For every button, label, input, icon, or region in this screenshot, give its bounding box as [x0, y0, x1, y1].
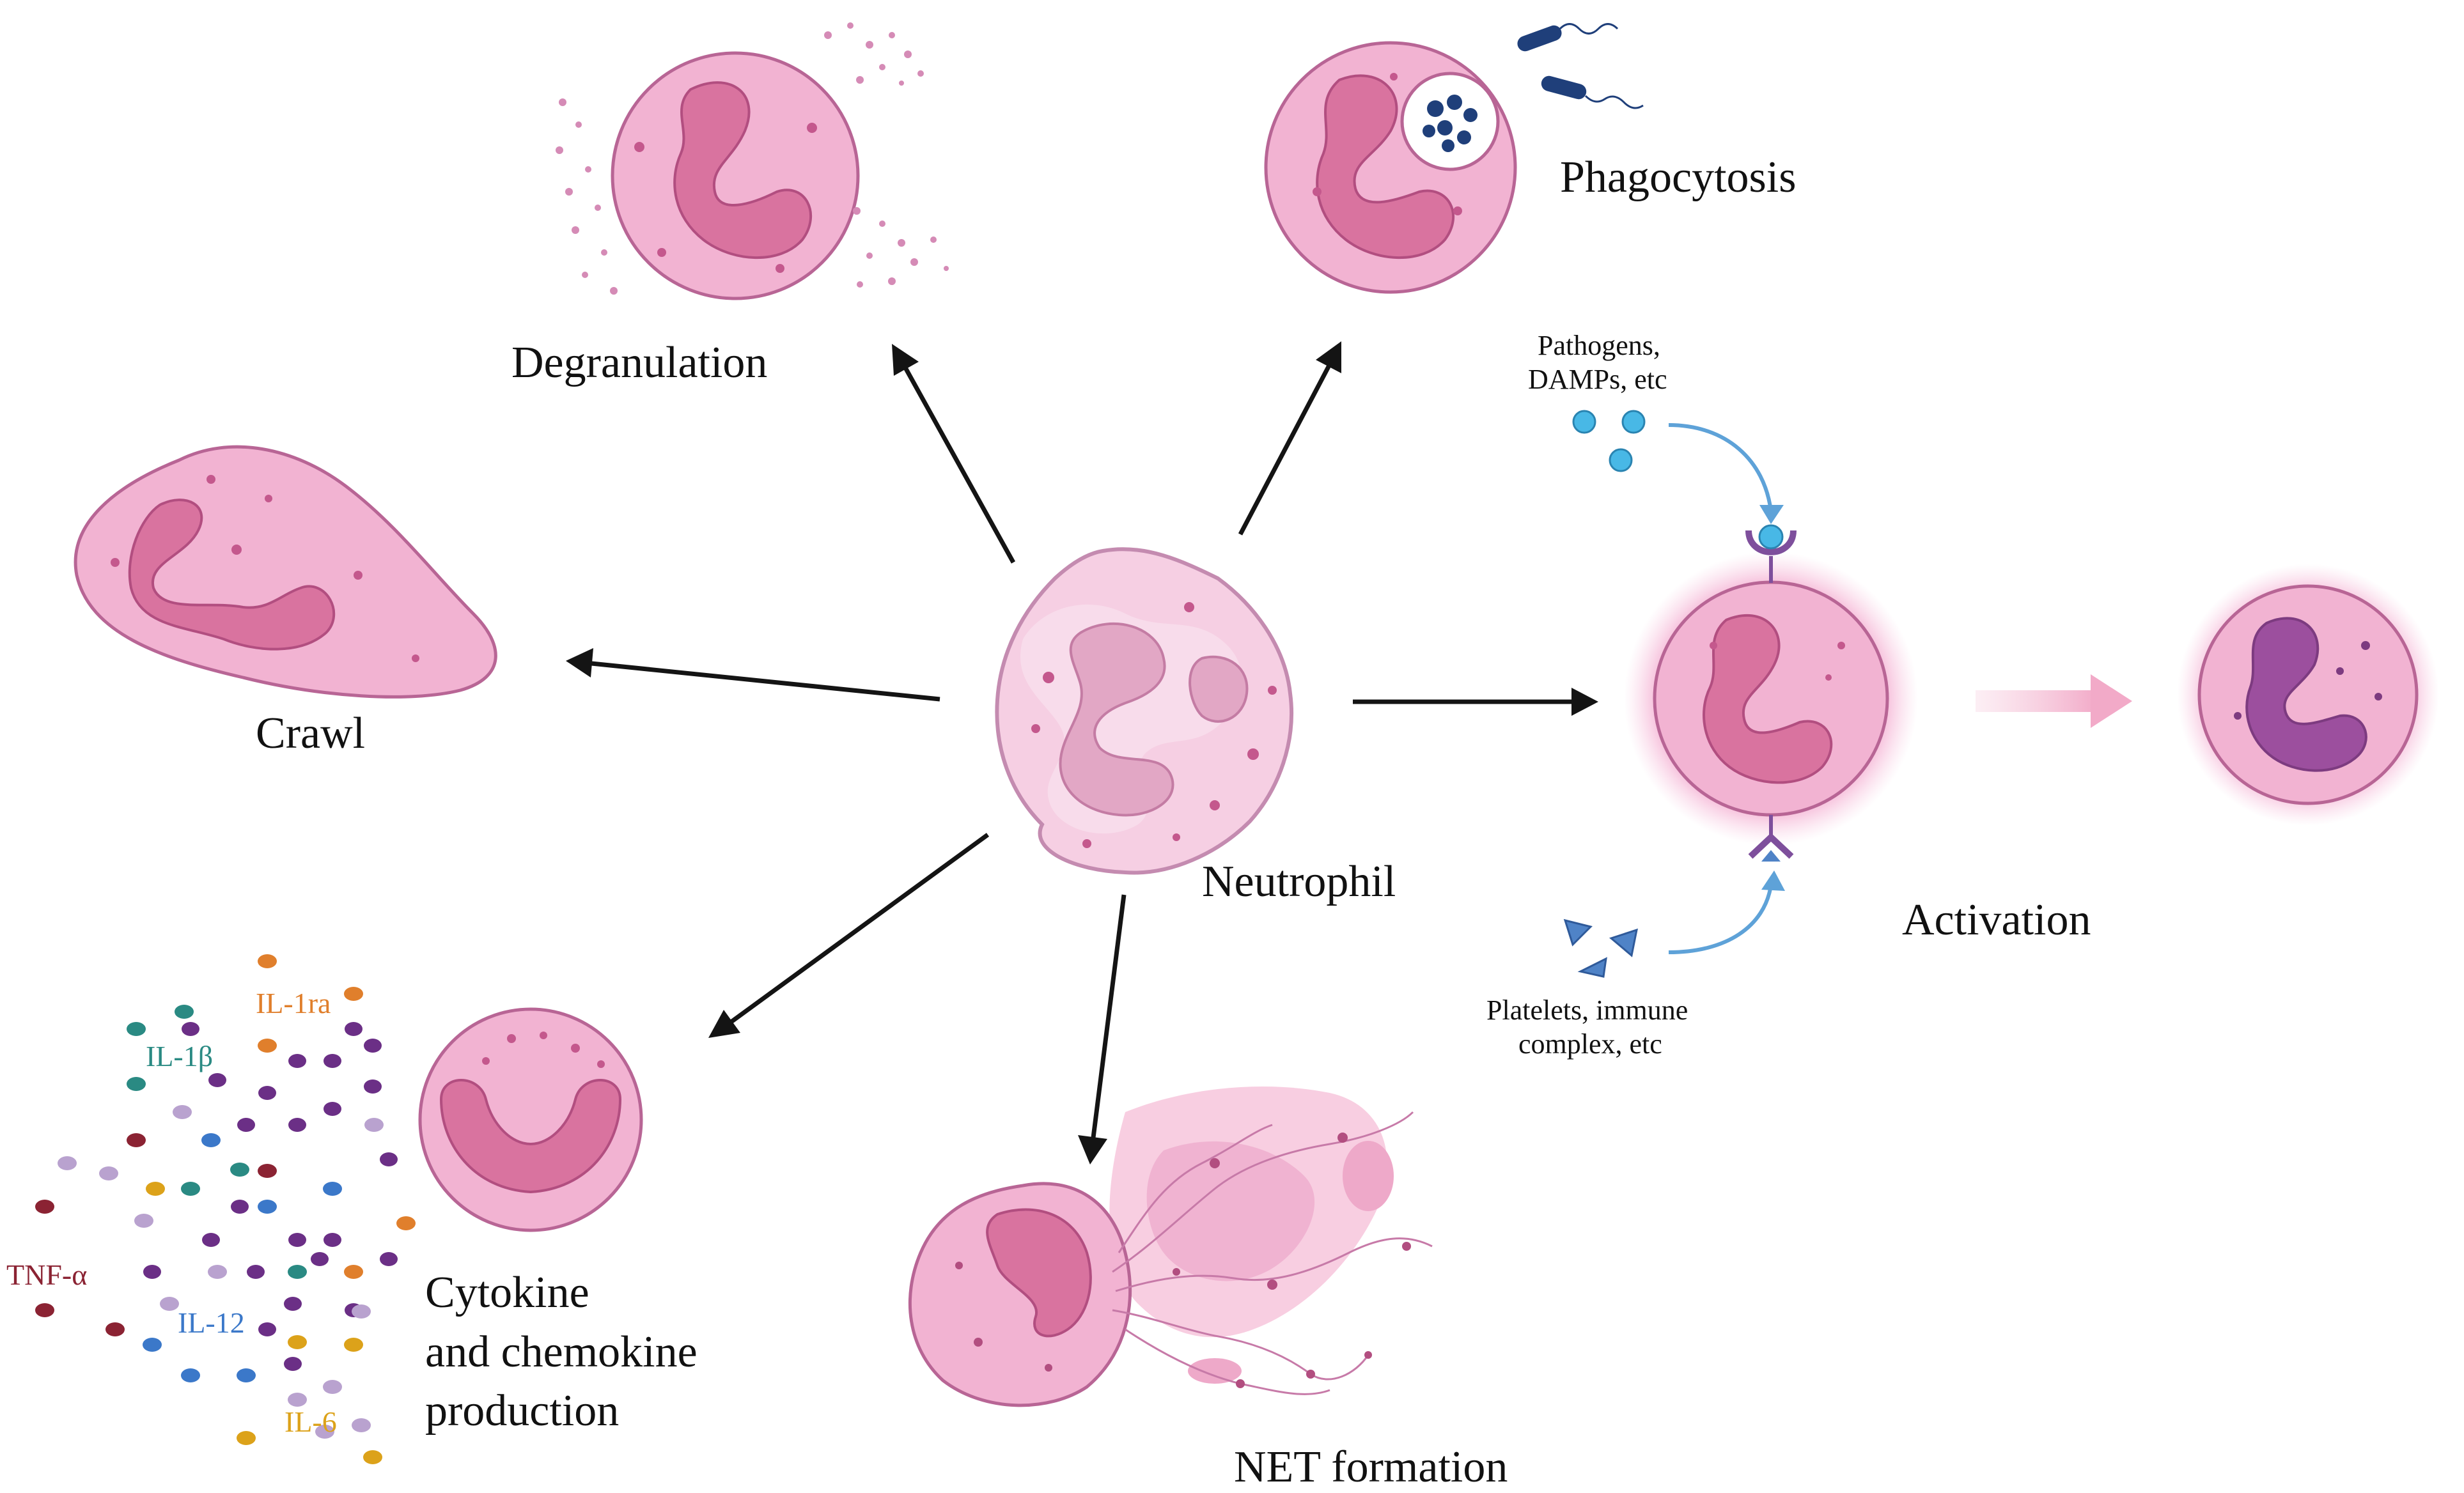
arrowhead-phagocytosis: [1316, 341, 1341, 373]
receptor-icon: [1745, 524, 1797, 862]
arrow-to-net: [1091, 894, 1127, 1138]
platelets-label-line2: complex, etc: [1518, 1028, 1662, 1060]
arrowhead-crawl: [566, 648, 593, 677]
cytokine-label-line2: and chemokine: [425, 1327, 698, 1377]
arrowhead-cytokine: [708, 1010, 740, 1038]
degranulation-label: Degranulation: [511, 338, 767, 387]
net-cell-icon: [908, 1087, 1433, 1407]
arrow-to-phagocytosis: [1238, 360, 1334, 536]
cytokine-il1b-label: IL-1β: [146, 1040, 213, 1072]
arrow-to-cytokine: [728, 833, 990, 1025]
arrow-to-crawl: [591, 661, 940, 702]
phagocytosing-cell-icon: [1264, 41, 1517, 294]
crawl-label: Crawl: [256, 709, 365, 758]
arrowhead-degranulation: [892, 344, 919, 376]
neutrophil-cell-icon: [995, 547, 1294, 875]
cytokine-cell-icon: [418, 1007, 643, 1232]
cytokine-label-line3: production: [425, 1386, 619, 1435]
activated-cell-icon: [1624, 552, 1918, 846]
pathogen-flow-arrow: [1668, 423, 1773, 512]
cytokine-il1ra-label: IL-1ra: [256, 987, 331, 1019]
degranulating-cell-icon: [556, 22, 949, 300]
crawling-cell-icon: [74, 445, 497, 699]
arrowhead-activation: [1571, 688, 1598, 716]
activated-cell-result-icon: [2177, 564, 2439, 826]
engulfed-particles: [1423, 95, 1478, 152]
neutrophil-label: Neutrophil: [1202, 857, 1396, 906]
cytokine-molecules: [35, 954, 416, 1464]
phagocytosis-label: Phagocytosis: [1560, 153, 1796, 202]
activation-progress-arrow: [1976, 690, 2097, 712]
cytokine-il6-label: IL-6: [285, 1405, 337, 1438]
platelet-flow-arrow: [1668, 885, 1773, 954]
activation-label: Activation: [1902, 895, 2091, 945]
arrow-to-degranulation: [900, 362, 1016, 564]
platelets-label-line1: Platelets, immune: [1486, 994, 1688, 1026]
arrowhead-net: [1078, 1135, 1107, 1164]
pathogens-label-line2: DAMPs, etc: [1528, 364, 1667, 395]
net-formation-label: NET formation: [1234, 1443, 1508, 1492]
pathogen-dots: [1572, 410, 1646, 472]
pathogens-label-line1: Pathogens,: [1538, 330, 1660, 361]
cytokine-il12-label: IL-12: [178, 1306, 245, 1339]
bacteria-icon: [1517, 23, 1644, 109]
granules: [556, 22, 949, 295]
cytokine-label-line1: Cytokine: [425, 1268, 589, 1317]
arrows: [566, 341, 1598, 1164]
cytokine-tnfa-label: TNF-α: [6, 1258, 87, 1291]
platelet-triangles: [1563, 918, 1638, 978]
